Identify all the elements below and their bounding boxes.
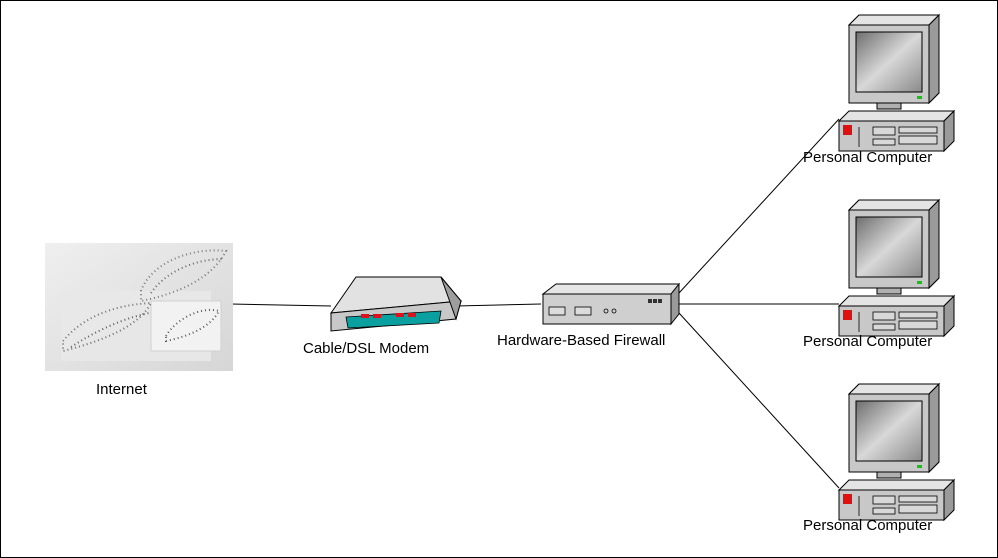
firewall-label: Hardware-Based Firewall bbox=[497, 332, 666, 349]
computer-icon bbox=[838, 383, 955, 521]
edge-firewall-pc3 bbox=[678, 312, 840, 489]
edge-firewall-pc1 bbox=[678, 118, 840, 294]
modem-icon bbox=[329, 276, 462, 332]
edge-internet-modem bbox=[230, 303, 332, 307]
modem-label: Cable/DSL Modem bbox=[303, 340, 430, 357]
edge-modem-firewall bbox=[455, 303, 542, 307]
pc1-label: Personal Computer bbox=[803, 149, 933, 166]
internet-icon bbox=[45, 243, 233, 371]
computer-icon bbox=[838, 199, 955, 337]
internet-label: Internet bbox=[96, 381, 147, 398]
pc2-label: Personal Computer bbox=[803, 333, 933, 350]
pc3-label: Personal Computer bbox=[803, 517, 933, 534]
computer-icon bbox=[838, 14, 955, 152]
firewall-icon bbox=[541, 282, 681, 326]
